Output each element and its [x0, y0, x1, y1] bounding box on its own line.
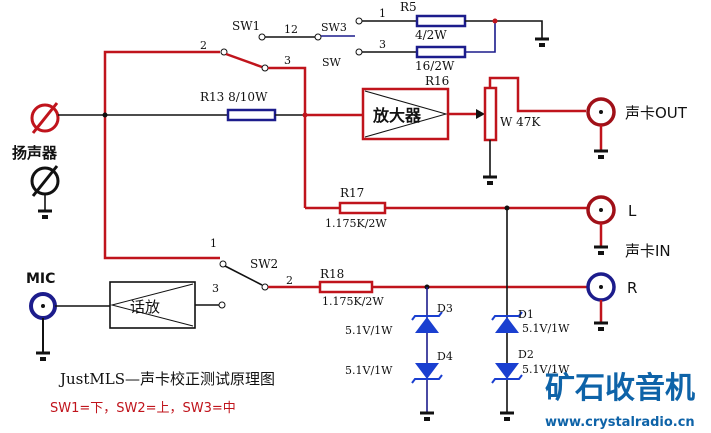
- sw1-label: SW1: [232, 19, 260, 33]
- r18-value: 1.175K/2W: [322, 295, 384, 308]
- d3-label: D3: [437, 302, 453, 315]
- r17-value: 1.175K/2W: [325, 217, 387, 230]
- d3-value: 5.1V/1W: [345, 324, 393, 337]
- diode-d2: [491, 363, 523, 384]
- diagram-title: JustMLS—声卡校正测试原理图: [58, 370, 275, 388]
- d4-value: 5.1V/1W: [345, 364, 393, 377]
- sw1-pin12: 12: [284, 23, 298, 36]
- r17-label: R17: [340, 186, 364, 200]
- sw2-pin1: 1: [210, 237, 217, 250]
- d2-value: 5.1V/1W: [522, 363, 570, 376]
- r13-resistor: [226, 108, 277, 122]
- amplifier: 放大器: [361, 87, 450, 141]
- d2-label: D2: [518, 348, 534, 361]
- r-label: R: [627, 279, 637, 297]
- r13-label: R13 8/10W: [200, 90, 268, 104]
- sound-card-out-connector: [586, 97, 616, 161]
- diode-d4: [411, 363, 443, 384]
- sw2-pin3: 3: [212, 282, 219, 295]
- sw3-label: SW3: [321, 21, 347, 34]
- r18-resistor: [318, 280, 374, 294]
- d1-label: D1: [518, 308, 534, 321]
- r5-label: R5: [400, 0, 417, 14]
- sw2-pin2: 2: [286, 274, 293, 287]
- speaker-symbol: [30, 102, 60, 221]
- amp-label: 放大器: [372, 106, 422, 125]
- sw-label: SW: [322, 56, 342, 69]
- sw1-pin3: 3: [284, 54, 291, 67]
- out-label: 声卡OUT: [625, 104, 688, 122]
- r5-upper-resistor: [415, 14, 467, 28]
- mic-preamp: 话放: [109, 281, 196, 329]
- mic-connector: [29, 292, 57, 363]
- in-label: 声卡IN: [625, 242, 671, 260]
- r18-label: R18: [320, 267, 344, 281]
- mic-label: MIC: [26, 271, 55, 287]
- switch-note: SW1=下，SW2=上，SW3=中: [50, 401, 236, 416]
- watermark-url: www.crystalradio.cn: [545, 415, 695, 430]
- d1-value: 5.1V/1W: [522, 322, 570, 335]
- sw2-label: SW2: [250, 257, 278, 271]
- r16-label: R16: [425, 74, 449, 88]
- sw1-pin2: 2: [200, 39, 207, 52]
- mic-amp-label: 话放: [130, 298, 160, 316]
- l-label: L: [628, 202, 637, 220]
- sw1-lever: [225, 52, 263, 69]
- watermark-logo: 矿石收音机: [545, 371, 695, 406]
- diode-d1: [491, 311, 523, 333]
- potentiometer: [483, 86, 498, 142]
- r5-upper-value: 4/2W: [415, 28, 447, 42]
- r5-lower-value: 16/2W: [415, 59, 455, 73]
- r-connector: [586, 272, 616, 333]
- speaker-label: 扬声器: [12, 144, 58, 162]
- d4-label: D4: [437, 350, 453, 363]
- sw3-pin1: 1: [379, 7, 386, 20]
- l-connector: [586, 195, 616, 257]
- pot-label: W 47K: [500, 115, 541, 129]
- sw3-pin3: 3: [379, 38, 386, 51]
- r5-lower-resistor: [415, 45, 467, 59]
- r17-resistor: [338, 201, 387, 215]
- diode-d3: [411, 311, 443, 333]
